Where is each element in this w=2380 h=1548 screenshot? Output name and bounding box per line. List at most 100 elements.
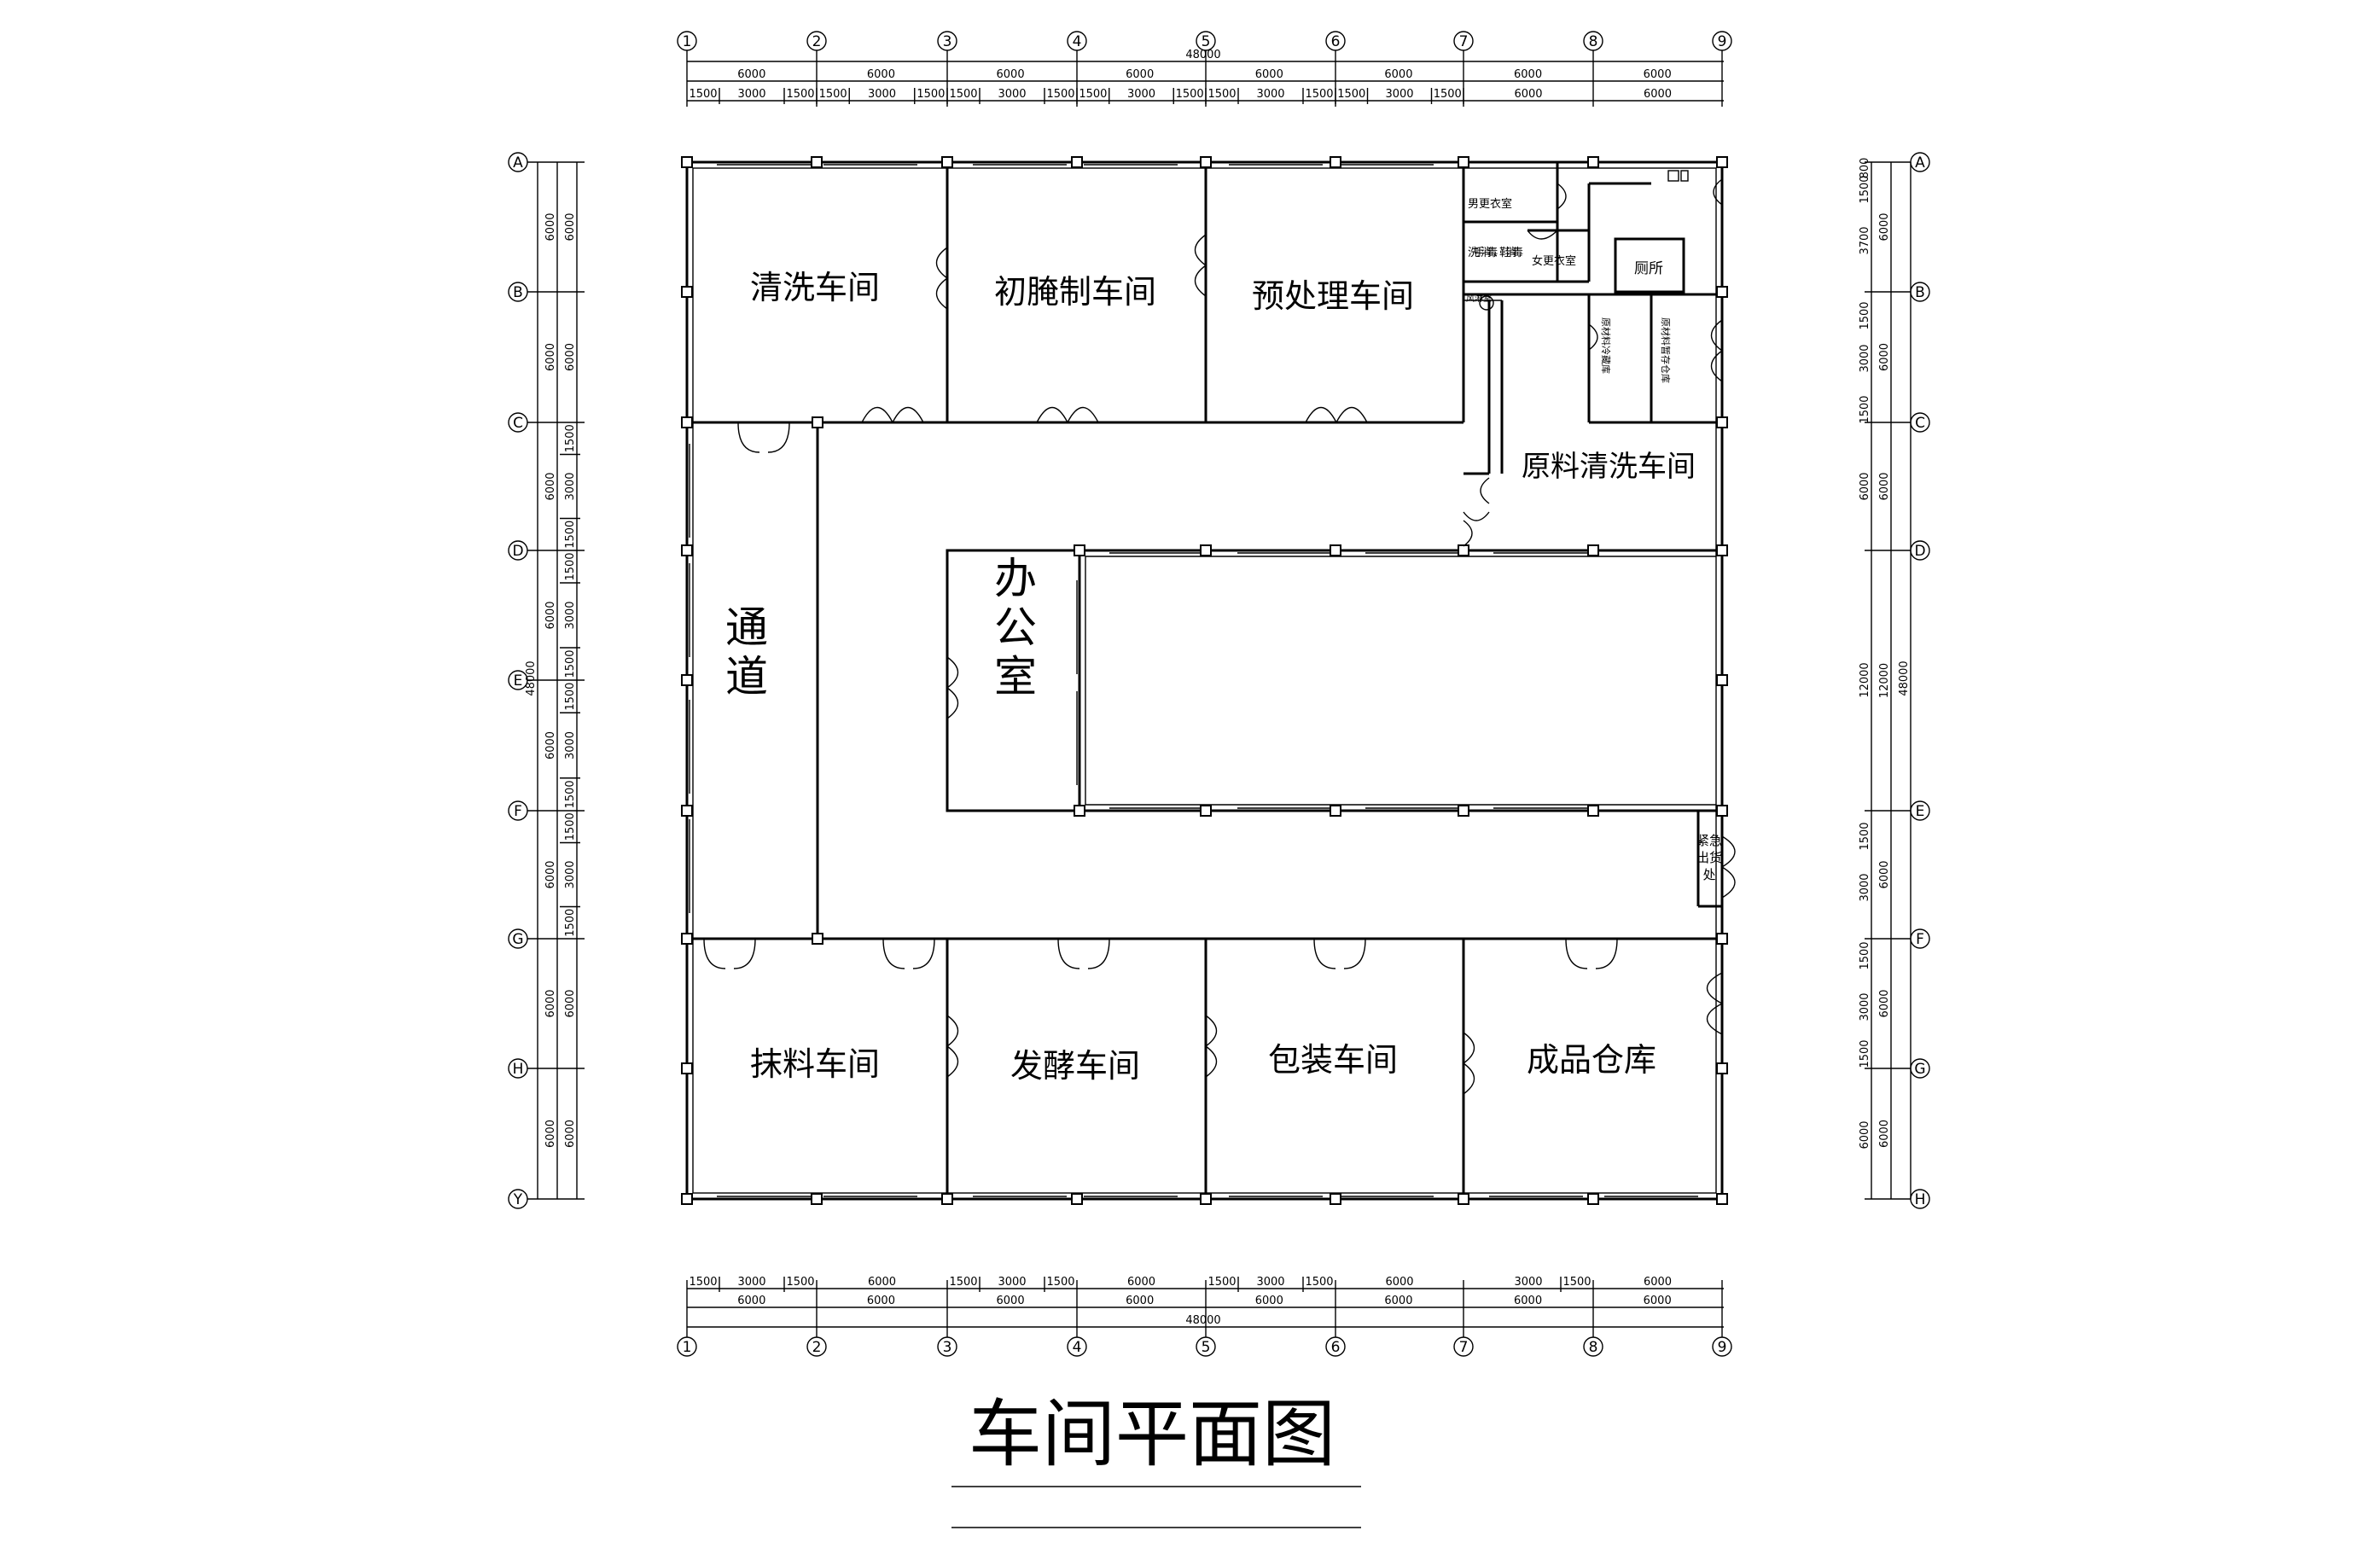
bottom-dim-a-2: 1500 (786, 1276, 814, 1289)
room-nv-genyi: 女更衣室 (1532, 254, 1576, 268)
left-dim-b-5: 1500 (564, 552, 577, 580)
axis-bottom-5: 5 (1196, 1336, 1216, 1357)
column-33 (1200, 805, 1212, 817)
room-baozhuang: 包装车间 (1268, 1041, 1398, 1079)
column-35 (1330, 805, 1341, 817)
top-dim-b-2: 1500 (786, 88, 814, 101)
bottom-total-dim: 48000 (1185, 1314, 1220, 1327)
svg-text:H: H (1915, 1191, 1926, 1208)
toilet-fixtures (1479, 170, 1689, 311)
bottom-dim-a-13: 1500 (1562, 1276, 1591, 1289)
left-dim-b-0: 6000 (564, 212, 577, 241)
svg-text:F: F (514, 803, 522, 820)
left-dim-b-9: 3000 (564, 731, 577, 759)
svg-text:B: B (513, 284, 523, 301)
svg-text:3: 3 (943, 33, 952, 50)
svg-text:F: F (1916, 931, 1924, 948)
right-dim-a-6: 6000 (1878, 1120, 1891, 1148)
svg-text:D: D (1914, 543, 1925, 560)
left-dim-b-14: 6000 (564, 989, 577, 1017)
right-dim-a-0: 6000 (1878, 212, 1891, 241)
axis-top-4: 4 (1067, 31, 1087, 51)
bottom-dim-b-0: 6000 (737, 1295, 765, 1307)
bottom-dim-a-1: 3000 (737, 1276, 765, 1289)
left-dim-a-7: 6000 (544, 1120, 557, 1148)
column-2 (811, 156, 823, 168)
left-dim-b-11: 1500 (564, 812, 577, 841)
room-chuyan: 初腌制车间 (994, 273, 1156, 311)
right-dim-b-12: 1500 (1859, 1039, 1871, 1068)
column-14 (1587, 156, 1599, 168)
top-dim-a-2: 6000 (997, 68, 1025, 81)
right-dim-b-8: 1500 (1859, 822, 1871, 850)
top-dim-b-12: 1500 (1207, 88, 1236, 101)
top-dim-b-9: 1500 (1079, 88, 1107, 101)
top-dim-a-6: 6000 (1514, 68, 1542, 81)
bottom-dim-b-1: 6000 (867, 1295, 895, 1307)
column-1 (681, 1193, 693, 1205)
axis-bottom-4: 4 (1067, 1336, 1087, 1357)
right-dim-b-5: 1500 (1859, 395, 1871, 423)
top-dim-b-19: 6000 (1644, 88, 1672, 101)
right-dim-b-4: 3000 (1859, 344, 1871, 372)
axis-top-1: 1 (677, 31, 697, 51)
left-dim-a-4: 6000 (544, 731, 557, 759)
bottom-dim-a-5: 3000 (998, 1276, 1026, 1289)
svg-text:8: 8 (1589, 1339, 1598, 1356)
column-36 (1458, 544, 1469, 556)
svg-text:5: 5 (1202, 33, 1211, 50)
bottom-dim-b-4: 6000 (1255, 1295, 1283, 1307)
left-dim-b-13: 1500 (564, 909, 577, 937)
right-dim-b-6: 6000 (1859, 472, 1871, 500)
top-dim-b-3: 1500 (819, 88, 847, 101)
bottom-dim-a-7: 6000 (1127, 1276, 1155, 1289)
right-dim-b-3: 1500 (1859, 301, 1871, 329)
column-37 (1458, 805, 1469, 817)
top-dim-b-8: 1500 (1046, 88, 1074, 101)
top-dim-b-4: 3000 (868, 88, 896, 101)
column-21 (1716, 416, 1728, 428)
axis-left-B: B (508, 282, 528, 302)
svg-text:1: 1 (683, 33, 692, 50)
left-total-dim: 48000 (525, 661, 538, 695)
column-8 (1200, 156, 1212, 168)
column-27 (1716, 805, 1728, 817)
top-dim-b-16: 3000 (1385, 88, 1413, 101)
axis-top-9: 9 (1712, 31, 1732, 51)
svg-text:C: C (1915, 415, 1925, 432)
right-dim-a-2: 6000 (1878, 472, 1891, 500)
svg-text:Y: Y (513, 1191, 523, 1208)
column-25 (1716, 674, 1728, 686)
svg-text:E: E (1916, 803, 1925, 820)
axis-right-F: F (1910, 928, 1930, 949)
bottom-dimension-chain: 48000 (686, 1280, 1724, 1337)
svg-text:D: D (512, 543, 523, 560)
column-0 (681, 156, 693, 168)
room-yuanliao-lengcang: 原材料冷藏库 (1600, 317, 1612, 374)
top-dim-a-0: 6000 (737, 68, 765, 81)
axis-right-A: A (1910, 152, 1930, 172)
bottom-dim-a-8: 1500 (1207, 1276, 1236, 1289)
bottom-dim-a-4: 1500 (949, 1276, 977, 1289)
top-dim-b-7: 3000 (998, 88, 1026, 101)
left-dim-a-5: 6000 (544, 860, 557, 888)
svg-text:2: 2 (812, 33, 822, 50)
room-yuanliao-qingxi: 原料清洗车间 (1522, 450, 1696, 484)
bottom-dim-a-14: 6000 (1644, 1276, 1672, 1289)
column-32 (1200, 544, 1212, 556)
column-9 (1200, 1193, 1212, 1205)
left-dim-b-3: 3000 (564, 472, 577, 500)
column-30 (681, 1062, 693, 1074)
column-38 (1587, 544, 1599, 556)
bottom-dim-a-11: 6000 (1385, 1276, 1413, 1289)
svg-text:7: 7 (1459, 33, 1469, 50)
bottom-dim-b-2: 6000 (997, 1295, 1025, 1307)
top-total-dim: 48000 (1185, 49, 1220, 61)
svg-text:4: 4 (1073, 1339, 1082, 1356)
right-dim-a-1: 6000 (1878, 343, 1891, 371)
column-7 (1071, 1193, 1083, 1205)
room-bangongshi: 办公室 (994, 554, 1037, 701)
svg-text:H: H (513, 1061, 524, 1078)
